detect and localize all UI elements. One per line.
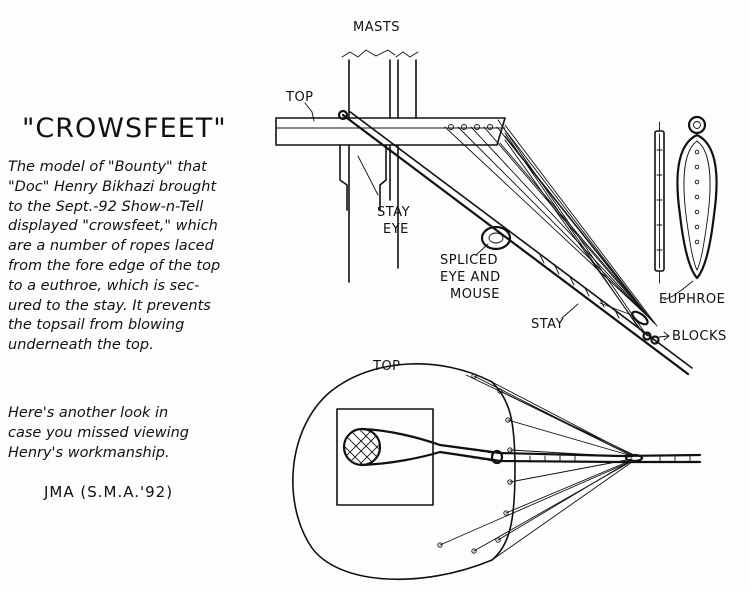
label-blocks: BLOCKS: [672, 329, 727, 344]
top-platform-side: [275, 102, 506, 146]
stay-side: [337, 109, 693, 376]
blocks-side: [642, 331, 670, 345]
euphroe-plan: [624, 453, 644, 463]
label-euphroe: EUPHROE: [659, 292, 726, 307]
note-text: Here's another look in case you missed v…: [8, 405, 190, 461]
euphroe-face-detail: [663, 115, 718, 301]
crowsfeet-ropes-plan: [439, 374, 633, 561]
plan-rim-holes: [437, 373, 513, 554]
label-top-side: TOP: [286, 90, 314, 105]
description-text: The model of "Bounty" that "Doc" Henry B…: [8, 159, 221, 354]
euphroe-holes: [694, 149, 700, 245]
label-stay-eye-2: EYE: [383, 222, 409, 237]
label-stay-eye-1: STAY: [377, 205, 411, 220]
euphroe-side-small: [599, 302, 649, 326]
label-spliced-3: MOUSE: [450, 287, 500, 302]
crowsfeet-ropes-side: [444, 119, 658, 337]
credit: JMA (S.M.A.'92): [44, 483, 174, 501]
label-top-plan: TOP: [373, 359, 401, 374]
masts: [339, 49, 419, 283]
spliced-eye-plan: [490, 449, 504, 465]
page-title: "CROWSFEET": [22, 113, 227, 144]
top-plan-view: [292, 363, 702, 580]
top-holes: [448, 124, 493, 130]
label-spliced-1: SPLICED: [440, 253, 498, 268]
spliced-eye-mouse: [480, 225, 512, 251]
label-stay: STAY: [531, 317, 565, 332]
label-masts: MASTS: [353, 20, 401, 35]
mast-hatch: [342, 427, 382, 467]
euphroe-edge-detail: [654, 121, 665, 284]
label-spliced-2: EYE AND: [440, 270, 501, 285]
